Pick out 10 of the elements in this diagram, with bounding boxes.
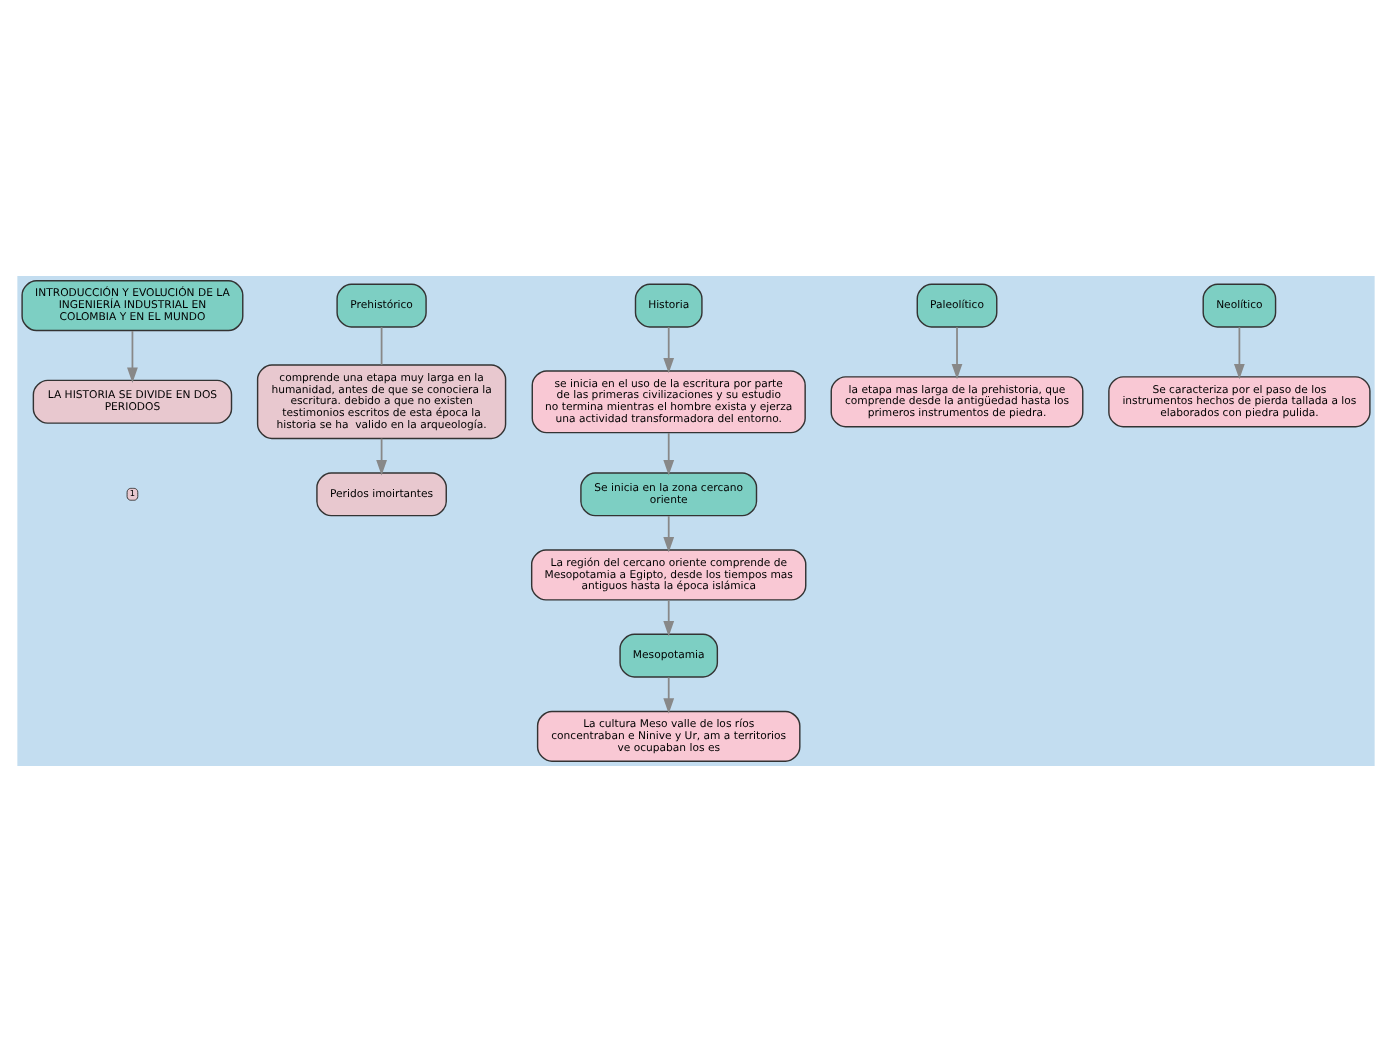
- arrow: [663, 675, 675, 713]
- arrow: [951, 325, 963, 379]
- arrow: [663, 431, 675, 475]
- arrow: [663, 325, 675, 373]
- arrow: [127, 329, 138, 382]
- arrow: [376, 436, 387, 475]
- arrow: [663, 598, 675, 636]
- connector: [380, 325, 383, 365]
- arrow: [663, 514, 675, 552]
- arrow: [1234, 325, 1245, 379]
